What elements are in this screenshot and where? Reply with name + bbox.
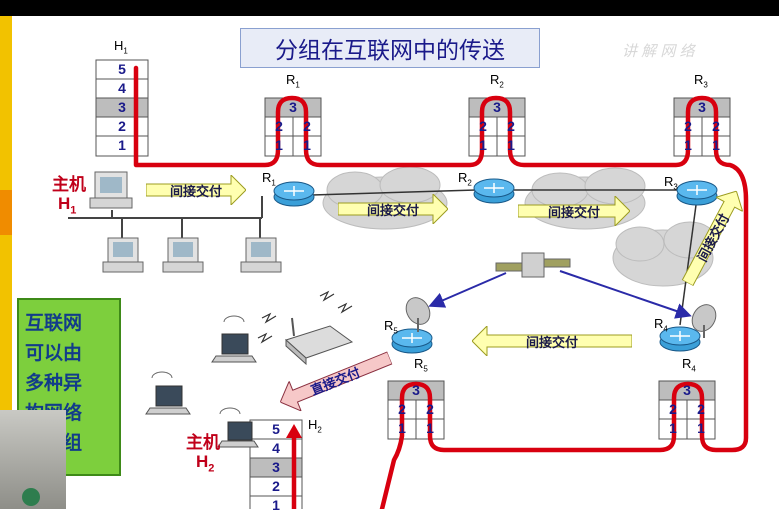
stack-layer-number: 1 [426, 420, 434, 436]
stack-layer-number: 1 [684, 137, 692, 153]
indirect-arrow-h1: 间接交付 [146, 175, 246, 205]
stack-layer-number: 2 [303, 118, 311, 134]
stack-layer-number: 4 [272, 440, 280, 456]
stack-layer-number: 1 [275, 137, 283, 153]
wireless-access-point-icon [285, 317, 354, 366]
packet-arrowhead [286, 424, 302, 438]
stack-layer-number: 1 [118, 137, 126, 153]
h1-stack-title: H1 [114, 38, 128, 56]
arrow-label: 间接交付 [366, 203, 419, 219]
router-label-r2: R2 [458, 170, 472, 188]
pc-h1-icon [89, 171, 133, 209]
stack-layer-number: 2 [272, 478, 280, 494]
sidebar-note-line: 互联网 [25, 312, 83, 334]
router-r3-icon [676, 180, 718, 206]
slide-left-accent-orange [0, 190, 12, 235]
stack-layer-number: 3 [698, 99, 706, 115]
arrow-label: 间接交付 [525, 335, 578, 351]
stack-layer-number: 2 [118, 118, 126, 134]
stack-layer-number: 3 [683, 382, 691, 398]
stack-layer-number: 4 [118, 80, 126, 96]
router-label-r4: R4 [654, 316, 668, 334]
direct-arrow: 直接交付 [274, 343, 395, 417]
router-label-r3: R3 [664, 174, 678, 192]
indirect-arrow-cloud1: 间接交付 [338, 194, 448, 224]
indirect-arrow-cloud2: 间接交付 [518, 196, 630, 226]
stack-layer-number: 3 [272, 459, 280, 475]
stack-layer-number: 2 [275, 118, 283, 134]
slide-title: 分组在互联网中的传送 [240, 28, 540, 68]
stack-layer-number: 1 [712, 137, 720, 153]
pc-icon [162, 218, 204, 273]
stack-layer-number: 1 [669, 420, 677, 436]
satellite-link-right [559, 270, 692, 319]
satellite-icon [495, 252, 571, 278]
satellite-dish-icon [691, 304, 717, 338]
globe-icon [22, 488, 40, 506]
presenter-webcam [0, 410, 66, 509]
arrow-label: 间接交付 [547, 205, 600, 221]
host-h1-label: H1 [58, 194, 77, 217]
host-h1-name: 主机 [52, 175, 86, 195]
router-label-r1: R1 [286, 72, 300, 90]
host-h2-name: 主机 [186, 433, 220, 453]
router-r5-icon [391, 328, 433, 354]
packet-path [133, 65, 749, 509]
satellite-link-left [428, 272, 507, 308]
router-label-r5: R5 [414, 356, 428, 374]
stack-layer-number: 5 [118, 61, 126, 77]
stack-layer-number: 1 [507, 137, 515, 153]
stack-layer-number: 3 [493, 99, 501, 115]
pc-icon [240, 218, 282, 273]
arrow-label: 间接交付 [169, 184, 222, 200]
sidebar-note-line: 可以由 [25, 342, 83, 364]
stack-layer-number: 5 [272, 421, 280, 437]
watermark-text: 讲 解 网 络 [622, 43, 695, 60]
stack-layer-number: 2 [507, 118, 515, 134]
laptop-icon [145, 371, 191, 415]
pc-icon [102, 218, 144, 273]
top-bar [0, 0, 779, 16]
laptop-icon [211, 315, 257, 363]
stack-layer-number: 1 [272, 497, 280, 513]
stack-layer-number: 3 [412, 382, 420, 398]
router-label-r2: R2 [490, 72, 504, 90]
stack-layer-number: 2 [479, 118, 487, 134]
host-h2-label: H2 [196, 452, 215, 475]
router-label-r3: R3 [694, 72, 708, 90]
router-label-r4: R4 [682, 356, 696, 374]
satellite-dish-icon [405, 297, 431, 332]
stack-layer-number: 3 [289, 99, 297, 115]
r5-protocol-stack [387, 380, 445, 440]
router-r2-icon [473, 178, 515, 204]
router-label-r5: R5 [384, 318, 398, 336]
wireless-signal-icon [257, 290, 353, 344]
sidebar-note-line: 多种异 [25, 372, 83, 394]
stack-layer-number: 2 [684, 118, 692, 134]
h2-stack-title: H2 [308, 417, 322, 435]
slide-left-accent [0, 16, 12, 509]
stack-layer-number: 2 [398, 401, 406, 417]
router-r4-icon [659, 326, 701, 352]
stack-layer-number: 2 [426, 401, 434, 417]
indirect-arrow-sat: 间接交付 [472, 326, 632, 356]
stack-layer-number: 2 [712, 118, 720, 134]
laptop-h2-icon [217, 407, 259, 448]
router-r1-icon [273, 181, 315, 207]
stack-layer-number: 1 [303, 137, 311, 153]
stack-layer-number: 3 [118, 99, 126, 115]
router-label-r1: R1 [262, 170, 276, 188]
stack-layer-number: 2 [669, 401, 677, 417]
stack-layer-number: 1 [398, 420, 406, 436]
stack-layer-number: 1 [479, 137, 487, 153]
stack-layer-number: 2 [697, 401, 705, 417]
indirect-arrow-cloud3: 间接交付 [674, 184, 749, 290]
stack-layer-number: 1 [697, 420, 705, 436]
